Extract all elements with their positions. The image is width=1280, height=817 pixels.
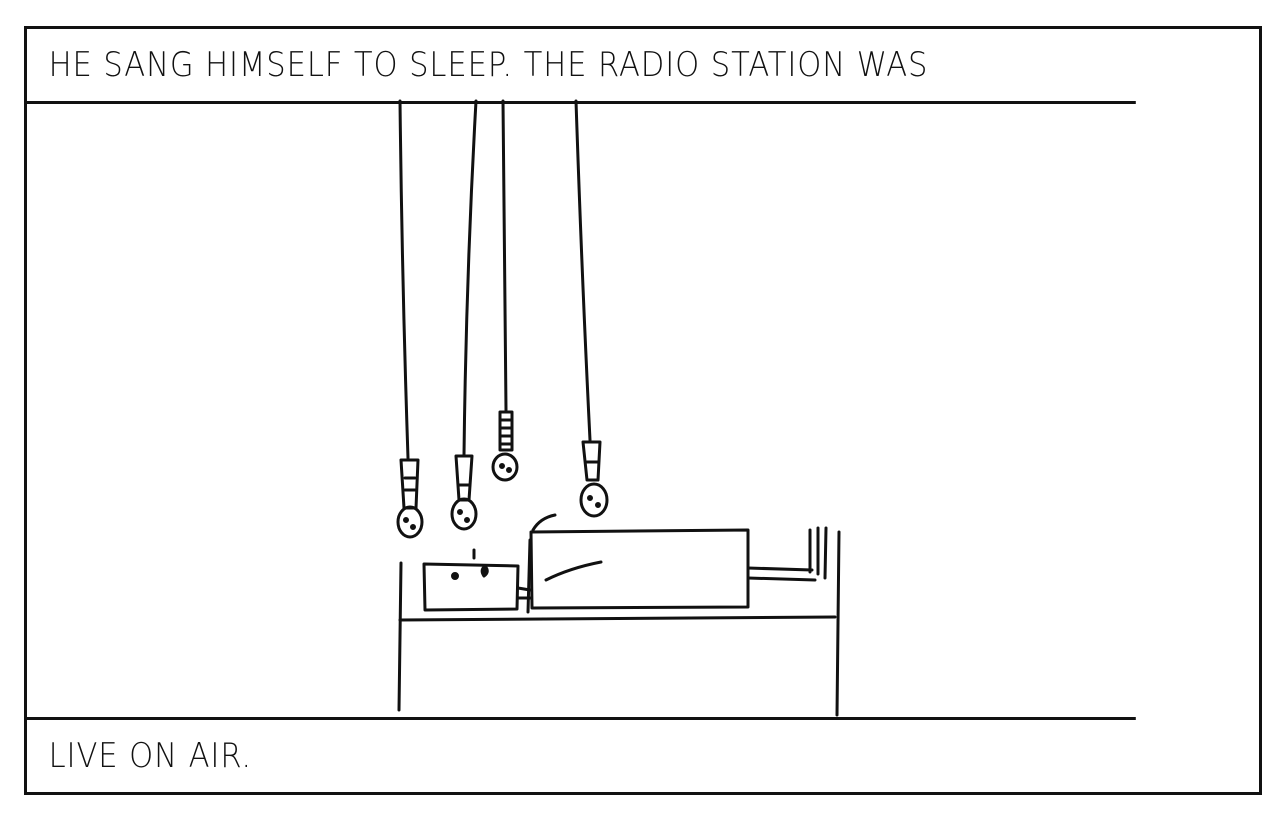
microphone-3	[491, 99, 519, 482]
bed	[397, 530, 841, 717]
microphone-2	[450, 99, 478, 531]
caption-top: HE SANG HIMSELF TO SLEEP. THE RADIO STAT…	[27, 29, 1136, 104]
caption-bottom: LIVE ON AIR.	[27, 717, 1136, 792]
microphone-1	[396, 99, 424, 539]
sleeping-person	[422, 513, 828, 614]
comic-panel: HE SANG HIMSELF TO SLEEP. THE RADIO STAT…	[24, 26, 1262, 795]
microphone-4	[574, 99, 609, 518]
